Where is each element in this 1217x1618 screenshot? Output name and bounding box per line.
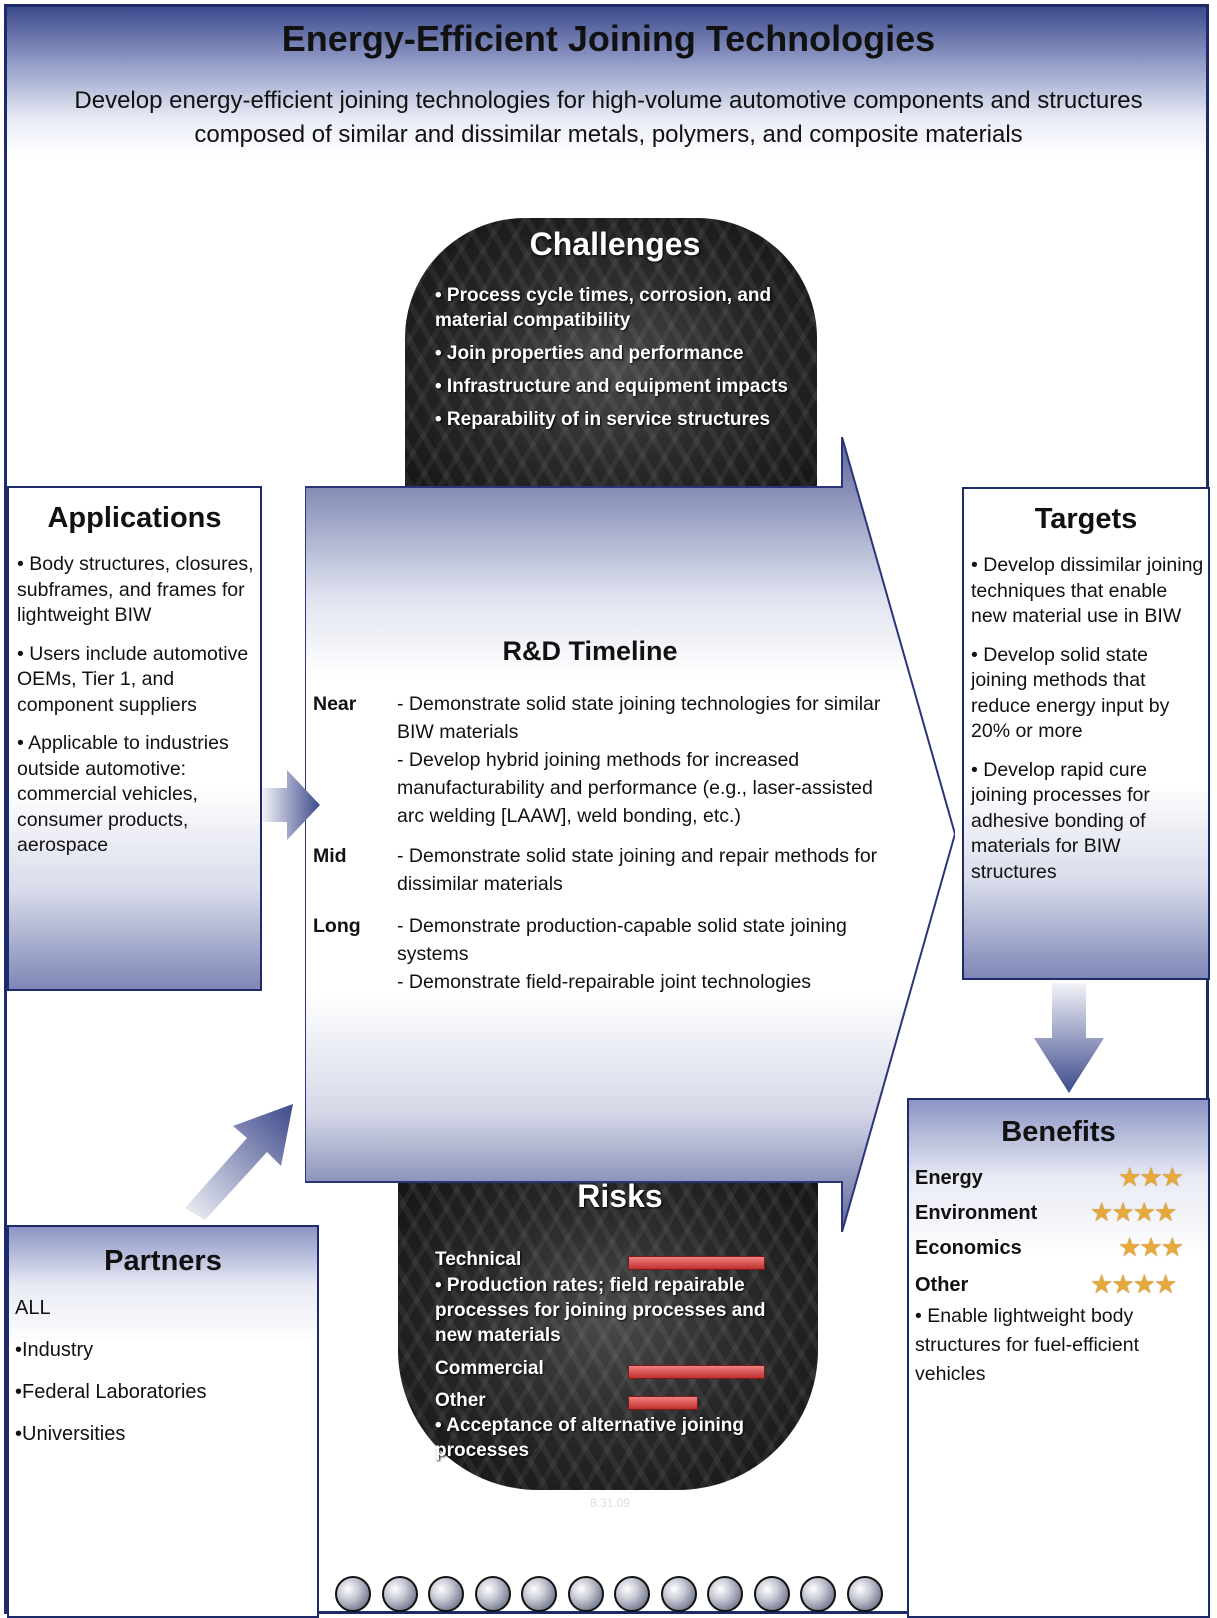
- risk-label-technical: Technical: [435, 1249, 522, 1270]
- star-icon: ★: [1139, 1232, 1162, 1262]
- benefit-label-other: Other: [915, 1274, 969, 1296]
- challenge-item: • Process cycle times, corrosion, and ma…: [435, 285, 772, 331]
- decorative-circle: [660, 1576, 697, 1612]
- application-item: • Body structures, closures, subframes, …: [17, 553, 254, 626]
- challenges-list: • Process cycle times, corrosion, and ma…: [435, 283, 805, 440]
- star-icon: ★: [1111, 1269, 1134, 1299]
- timeline-label-long: Long: [313, 915, 361, 937]
- timeline-items-long: - Demonstrate production-capable solid s…: [397, 912, 897, 996]
- risk-label-commercial: Commercial: [435, 1358, 544, 1379]
- decorative-circle: [428, 1576, 464, 1612]
- benefits-box: Benefits: [907, 1098, 1210, 1618]
- risks-title: Risks: [577, 1178, 663, 1214]
- star-rating-other: ★★★★: [1090, 1269, 1177, 1300]
- timeline-item: - Develop hybrid joining methods for inc…: [397, 749, 873, 827]
- target-item: • Develop dissimilar joining techniques …: [971, 554, 1204, 627]
- star-icon: ★: [1153, 1197, 1177, 1227]
- partner-item: •Industry: [15, 1339, 94, 1361]
- decorative-circle: [753, 1576, 790, 1612]
- partner-item: •Universities: [15, 1423, 126, 1445]
- tire-image-top: [405, 218, 817, 518]
- timeline-item: - Demonstrate solid state joining and re…: [397, 845, 878, 895]
- decorative-circle: [335, 1576, 371, 1612]
- decorative-circle-row: [335, 1576, 895, 1616]
- arrow-right-icon: [262, 770, 320, 840]
- targets-list: • Develop dissimilar joining techniques …: [971, 553, 1207, 898]
- targets-title: Targets: [1034, 503, 1138, 535]
- challenge-item: • Infrastructure and equipment impacts: [435, 376, 788, 397]
- decorative-circle: [846, 1576, 883, 1612]
- star-icon: ★: [1090, 1197, 1113, 1227]
- decorative-circle: [707, 1576, 743, 1612]
- applications-list: • Body structures, closures, subframes, …: [17, 552, 257, 872]
- star-rating-environment: ★★★★: [1090, 1197, 1177, 1228]
- benefits-note: • Enable lightweight body structures for…: [915, 1305, 1139, 1385]
- star-icon: ★: [1139, 1162, 1162, 1192]
- subtitle-line-1: Develop energy-efficient joining technol…: [74, 87, 1143, 114]
- risk-bar-technical: [628, 1256, 765, 1270]
- challenge-item: • Reparability of in service structures: [435, 409, 771, 430]
- target-item: • Develop solid state joining methods th…: [971, 643, 1170, 743]
- timeline-items-mid: - Demonstrate solid state joining and re…: [397, 842, 897, 898]
- star-icon: ★: [1118, 1162, 1141, 1192]
- date-stamp: 8.31.09: [589, 1496, 631, 1510]
- timeline-items-near: - Demonstrate solid state joining techno…: [397, 690, 897, 830]
- star-rating-energy: ★★★: [1118, 1162, 1184, 1193]
- decorative-circle: [381, 1576, 418, 1612]
- benefits-title: Benefits: [1001, 1116, 1116, 1148]
- application-item: • Users include automotive OEMs, Tier 1,…: [17, 642, 249, 716]
- application-item: • Applicable to industries outside autom…: [17, 732, 229, 856]
- partners-list: ALL •Industry •Federal Laboratories •Uni…: [15, 1294, 207, 1462]
- star-icon: ★: [1090, 1269, 1113, 1299]
- rd-timeline-arrow: [305, 437, 955, 1232]
- decorative-circle: [521, 1576, 557, 1612]
- benefit-label-energy: Energy: [915, 1167, 983, 1189]
- risk-note-other: • Acceptance of alternative joining proc…: [435, 1415, 744, 1461]
- partner-item: ALL: [15, 1297, 51, 1319]
- timeline-label-mid: Mid: [313, 845, 347, 867]
- partners-box: Partners: [7, 1225, 319, 1618]
- target-item: • Develop rapid cure joining processes f…: [971, 758, 1150, 883]
- arrow-down-icon: [1034, 983, 1104, 1093]
- decorative-circle: [474, 1576, 511, 1612]
- partner-item: •Federal Laboratories: [15, 1381, 207, 1403]
- star-icon: ★: [1132, 1197, 1156, 1227]
- applications-box: Applications: [7, 486, 262, 991]
- arrow-up-right-icon: [185, 1104, 293, 1220]
- star-icon: ★: [1111, 1197, 1134, 1227]
- subtitle-line-2: composed of similar and dissimilar metal…: [194, 121, 1023, 148]
- risk-label-other: Other: [435, 1390, 486, 1411]
- page-subtitle: Develop energy-efficient joining technol…: [20, 84, 1197, 152]
- challenge-item: • Join properties and performance: [435, 343, 744, 364]
- page-title: Energy-Efficient Joining Technologies: [281, 18, 936, 59]
- targets-box: Targets: [962, 487, 1210, 980]
- applications-title: Applications: [47, 502, 222, 534]
- title-band: [7, 7, 1206, 157]
- decorative-circle: [567, 1576, 604, 1612]
- challenges-title: Challenges: [529, 226, 701, 262]
- star-icon: ★: [1160, 1162, 1184, 1192]
- risk-note-technical: • Production rates; field repairable pro…: [435, 1275, 766, 1346]
- decorative-circle: [614, 1576, 650, 1612]
- timeline-item: - Demonstrate production-capable solid s…: [397, 915, 847, 965]
- star-icon: ★: [1153, 1269, 1177, 1299]
- decorative-circle: [800, 1576, 836, 1612]
- rd-timeline-title: R&D Timeline: [502, 636, 678, 666]
- star-icon: ★: [1118, 1232, 1141, 1262]
- tire-image-bottom: [398, 1150, 818, 1490]
- benefit-label-environment: Environment: [915, 1202, 1038, 1224]
- timeline-item: - Demonstrate solid state joining techno…: [397, 693, 881, 743]
- timeline-item: - Demonstrate field-repairable joint tec…: [397, 971, 812, 993]
- timeline-label-near: Near: [313, 693, 357, 715]
- star-rating-economics: ★★★: [1118, 1232, 1184, 1263]
- risk-bar-other: [628, 1396, 698, 1410]
- star-icon: ★: [1160, 1232, 1184, 1262]
- benefit-label-economics: Economics: [915, 1237, 1022, 1259]
- risk-bar-commercial: [628, 1365, 765, 1379]
- partners-title: Partners: [104, 1245, 222, 1277]
- star-icon: ★: [1132, 1269, 1156, 1299]
